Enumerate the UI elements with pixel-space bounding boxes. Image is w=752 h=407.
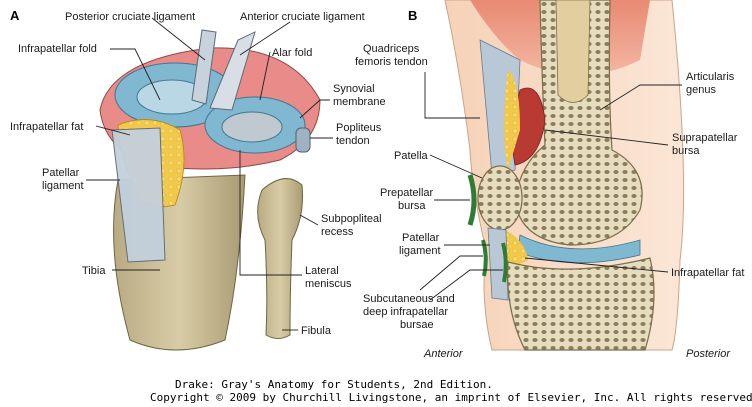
- tibia-b-shape: [508, 258, 654, 350]
- fibula-shape: [258, 179, 303, 339]
- panel-a-letter: A: [10, 8, 20, 23]
- label-quadriceps-2: femoris tendon: [355, 56, 428, 68]
- label-patellar-ligament-a-1: Patellar: [42, 167, 80, 179]
- panel-b-letter: B: [408, 8, 417, 23]
- label-infrapatellar-fold: Infrapatellar fold: [18, 43, 97, 55]
- patella-shape: [478, 166, 522, 230]
- label-anterior: Anterior: [423, 348, 464, 360]
- label-subpopliteal-1: Subpopliteal: [321, 213, 382, 225]
- panel-b-illustration: [445, 0, 684, 350]
- label-suprapatellar-2: bursa: [672, 145, 700, 157]
- label-tibia: Tibia: [82, 265, 106, 277]
- label-patella: Patella: [394, 150, 429, 162]
- label-popliteus-2: tendon: [336, 135, 370, 147]
- label-lateral-meniscus-1: Lateral: [305, 265, 339, 277]
- label-popliteus-1: Popliteus: [336, 122, 382, 134]
- label-synovial-1: Synovial: [333, 83, 375, 95]
- credit-line-1: Drake: Gray's Anatomy for Students, 2nd …: [175, 378, 493, 391]
- label-articularis-2: genus: [686, 84, 716, 96]
- label-alar-fold: Alar fold: [272, 47, 312, 59]
- label-infrapatellar-fat-b: Infrapatellar fat: [671, 267, 744, 279]
- panel-a-illustration: [100, 30, 320, 350]
- label-fibula: Fibula: [301, 325, 332, 337]
- label-subcutaneous-2: deep infrapatellar: [363, 306, 448, 318]
- label-prepatellar-2: bursa: [398, 200, 426, 212]
- label-posterior-cruciate: Posterior cruciate ligament: [65, 11, 195, 23]
- label-quadriceps-1: Quadriceps: [363, 43, 420, 55]
- label-infrapatellar-fat-a: Infrapatellar fat: [10, 121, 83, 133]
- label-patellar-ligament-b-2: ligament: [399, 245, 441, 257]
- prepatellar-bursa-shape: [470, 175, 474, 225]
- label-posterior: Posterior: [686, 348, 731, 360]
- credit-line-2: Copyright © 2009 by Churchill Livingston…: [150, 391, 752, 404]
- label-lateral-meniscus-2: meniscus: [305, 278, 352, 290]
- label-anterior-cruciate: Anterior cruciate ligament: [240, 11, 365, 23]
- label-subcutaneous-1: Subcutaneous and: [363, 293, 455, 305]
- label-articularis-1: Articularis: [686, 71, 735, 83]
- label-prepatellar-1: Prepatellar: [380, 187, 434, 199]
- label-subcutaneous-3: bursae: [400, 319, 434, 331]
- label-synovial-2: membrane: [333, 96, 386, 108]
- label-suprapatellar-1: Suprapatellar: [672, 132, 738, 144]
- label-subpopliteal-2: recess: [321, 226, 354, 238]
- popliteus-tendon-shape: [296, 128, 310, 152]
- label-patellar-ligament-a-2: ligament: [42, 180, 84, 192]
- label-patellar-ligament-b-1: Patellar: [402, 232, 440, 244]
